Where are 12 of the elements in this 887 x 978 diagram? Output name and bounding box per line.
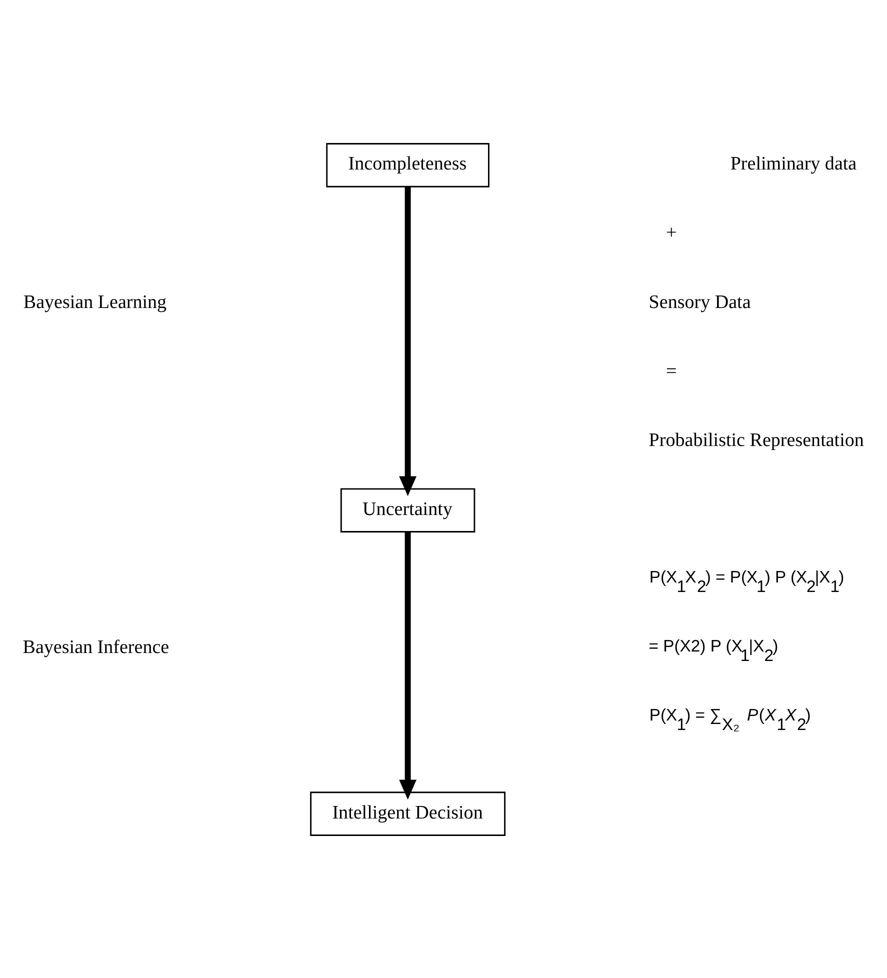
label: +: [666, 222, 677, 244]
label: Preliminary data: [730, 153, 857, 174]
node-box: Uncertainty: [340, 488, 476, 532]
node-box: Incompleteness: [326, 142, 490, 187]
label: Bayesian Inference: [22, 636, 170, 658]
label: Sensory Data: [648, 291, 751, 312]
label: =: [666, 360, 677, 382]
arrow: [399, 532, 416, 800]
label: Probabilistic Representation: [648, 429, 864, 450]
node-box: Intelligent Decision: [310, 791, 506, 836]
arrow: [399, 186, 416, 496]
label: Bayesian Learning: [23, 291, 167, 312]
